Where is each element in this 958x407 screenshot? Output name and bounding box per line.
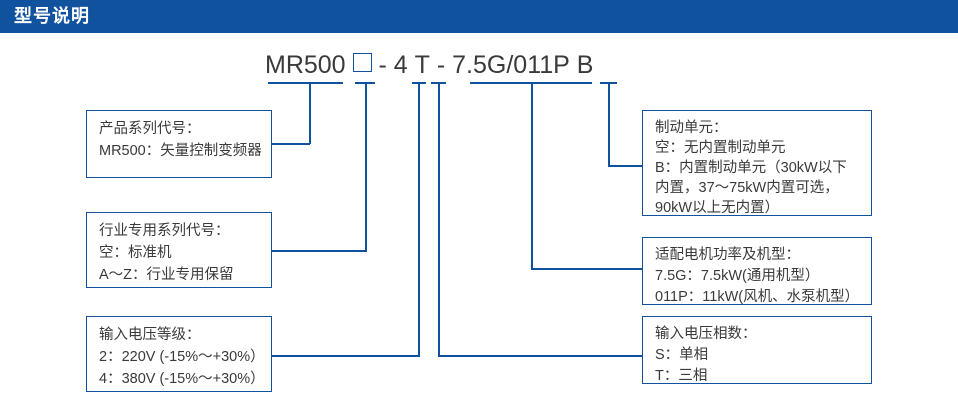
callout-box-motor-power-and-type: 适配电机功率及机型： 7.5G：7.5kW(通用机型） 011P：11kW(风机… [642, 237, 872, 305]
callout-industry-line-3: A～Z：行业专用保留 [99, 267, 234, 283]
callout-phase-line-1: 输入电压相数： [655, 326, 757, 342]
model-segment-industry-placeholder-box [352, 53, 372, 72]
leader-series-horizontal [272, 143, 310, 145]
callout-phase-line-2: S：单相 [655, 347, 709, 363]
callout-box-industry-series: 行业专用系列代号： 空：标准机 A～Z：行业专用保留 [86, 212, 272, 288]
callout-voltage-line-2: 2：220V (-15%～+30%） [99, 349, 265, 365]
leader-brake-vertical [608, 82, 610, 166]
callout-industry-line-1: 行业专用系列代号： [99, 223, 230, 239]
leader-phase-vertical [438, 82, 440, 357]
model-segment-voltage: 4 [393, 51, 408, 79]
section-header-bar: 型号说明 [0, 0, 958, 33]
model-number-string: MR500 - 4 T - 7.5G/011P B [265, 50, 593, 80]
callout-voltage-line-3: 4：380V (-15%～+30%） [99, 371, 265, 387]
leader-industry-horizontal [272, 250, 366, 252]
model-segment-brake: B [576, 51, 594, 79]
callout-series-line-2: MR500：矢量控制变频器 [99, 143, 262, 159]
leader-motor-vertical [531, 82, 533, 269]
model-segment-phase: T [414, 51, 430, 79]
callout-brake-line-2: 空：无内置制动单元 [655, 140, 786, 156]
leader-voltage-horizontal [272, 355, 419, 357]
callout-brake-line-1: 制动单元： [655, 120, 728, 136]
model-segment-dash-2: - [436, 51, 446, 79]
model-segment-power: 7.5G/011P [452, 51, 570, 79]
model-segment-dash-1: - [378, 51, 387, 79]
callout-industry-line-2: 空：标准机 [99, 245, 172, 261]
leader-motor-horizontal [531, 268, 643, 270]
callout-series-line-1: 产品系列代号： [99, 121, 201, 137]
callout-box-input-voltage-phase: 输入电压相数： S：单相 T：三相 [642, 316, 872, 384]
callout-brake-line-3: B：内置制动单元（30kW以下内置，37～75kW内置可选，90kW以上无内置） [655, 160, 847, 216]
leader-industry-vertical [365, 82, 367, 252]
callout-box-input-voltage-level: 输入电压等级： 2：220V (-15%～+30%） 4：380V (-15%～… [86, 316, 272, 392]
leader-voltage-vertical [418, 82, 420, 357]
callout-box-braking-unit: 制动单元： 空：无内置制动单元 B：内置制动单元（30kW以下内置，37～75k… [642, 110, 872, 216]
callout-phase-line-3: T：三相 [655, 368, 708, 384]
callout-box-product-series: 产品系列代号： MR500：矢量控制变频器 [86, 110, 272, 178]
leader-phase-horizontal [438, 355, 643, 357]
callout-motor-line-2: 7.5G：7.5kW(通用机型） [655, 268, 820, 284]
callout-motor-line-1: 适配电机功率及机型： [655, 247, 800, 263]
page-title: 型号说明 [14, 6, 90, 26]
leader-brake-horizontal [608, 165, 643, 167]
underline-series [268, 82, 343, 84]
leader-series-vertical [309, 82, 311, 144]
callout-motor-line-3: 011P：11kW(风机、水泵机型） [655, 289, 860, 305]
model-segment-series: MR500 [265, 51, 346, 79]
callout-voltage-line-1: 输入电压等级： [99, 327, 201, 343]
